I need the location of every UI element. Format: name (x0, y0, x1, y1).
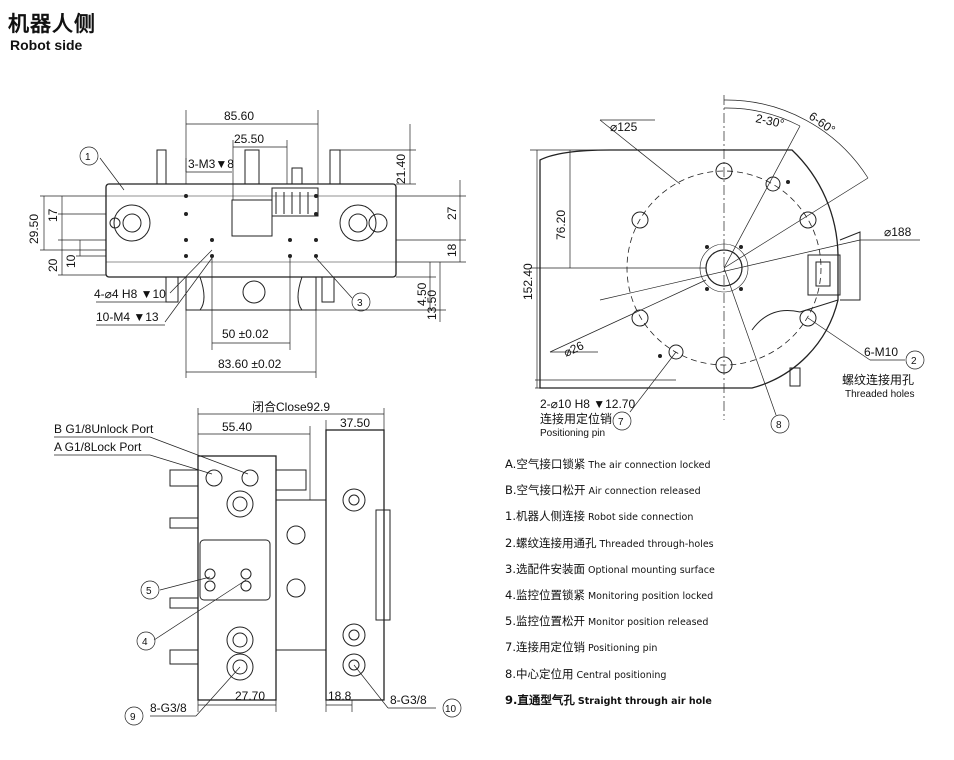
dim-d125: ⌀125 (610, 120, 638, 134)
callout-m10: 6-M10 (864, 345, 898, 359)
dim-85-60: 85.60 (224, 109, 254, 123)
callout-thread-cn: 螺纹连接用孔 (842, 372, 914, 387)
dim-4-50: 4.50 (415, 282, 429, 306)
callout-m4: 10-M4 ▼13 (96, 310, 159, 324)
dim-21-40: 21.40 (394, 154, 408, 184)
page-title: 机器人侧 (8, 12, 96, 36)
dim-10: 10 (64, 254, 78, 268)
dim-76-20: 76.20 (554, 210, 568, 240)
flange-view-dimensions (530, 95, 925, 434)
dim-55-40: 55.40 (222, 420, 252, 434)
dim-2-30-deg: 2-30° (754, 111, 785, 131)
callout-positioning-cn: 连接用定位销 (540, 411, 612, 426)
side-view (169, 429, 391, 701)
dim-3-m3: 3-M3▼8 (188, 157, 234, 171)
dim-13-50: 13.50 (425, 290, 439, 320)
dim-29-50: 29.50 (27, 214, 41, 244)
dim-18: 18 (445, 243, 459, 257)
callout-2: 2 (911, 356, 917, 367)
callout-4: 4 (142, 637, 148, 648)
dim-27: 27 (445, 206, 459, 220)
callout-g38-right: 8-G3/8 (390, 693, 427, 707)
callout-8: 8 (776, 420, 782, 431)
dim-d188: ⌀188 (884, 225, 912, 239)
dim-close-92-9: 闭合Close92.9 (252, 399, 330, 414)
dim-d26: ⌀26 (561, 338, 586, 360)
dim-50: 50 ±0.02 (222, 327, 269, 341)
dim-83-60: 83.60 ±0.02 (218, 357, 282, 371)
dim-6-60-deg: 6-60° (806, 109, 838, 137)
callout-positioning-en: Positioning pin (540, 428, 605, 439)
callout-pin-holes: 4-⌀4 H8 ▼10 (94, 287, 166, 301)
callout-g38-left: 8-G3/8 (150, 701, 187, 715)
callout-5: 5 (146, 586, 152, 597)
front-view-dimensions (40, 110, 466, 378)
callout-a-port: A G1/8Lock Port (54, 440, 142, 454)
dim-25-50: 25.50 (234, 132, 264, 146)
callout-positioning: 2-⌀10 H8 ▼12.70 (540, 397, 635, 411)
side-view-dimensions (54, 408, 462, 726)
callout-7: 7 (618, 417, 624, 428)
dim-17: 17 (46, 208, 60, 222)
callout-10: 10 (445, 704, 457, 715)
callout-9: 9 (130, 712, 136, 723)
callout-thread-en: Threaded holes (845, 389, 915, 400)
page-subtitle: Robot side (10, 37, 83, 53)
dim-20: 20 (46, 258, 60, 272)
dim-152-40: 152.40 (521, 263, 535, 300)
dim-18-8: 18.8 (328, 689, 352, 703)
dim-27-70: 27.70 (235, 689, 265, 703)
callout-b-port: B G1/8Unlock Port (54, 422, 154, 436)
front-view (105, 149, 397, 311)
dim-37-50: 37.50 (340, 416, 370, 430)
callout-3: 3 (357, 298, 363, 309)
callout-1: 1 (85, 152, 91, 163)
